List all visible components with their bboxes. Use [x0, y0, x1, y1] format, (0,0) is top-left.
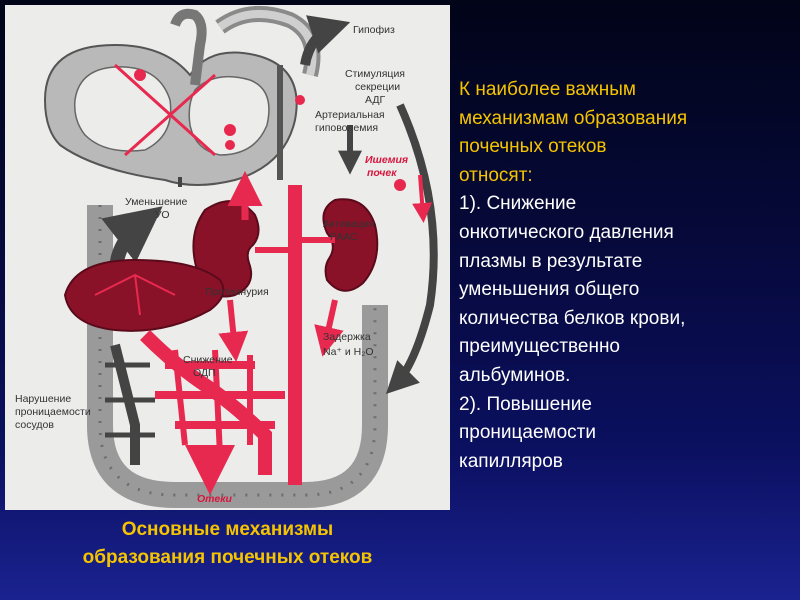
diagram-svg: Гипофиз Стимуляция секреции АДГ Артериал… — [15, 5, 438, 508]
heart-icon — [43, 5, 321, 186]
label-reduction-uo: Уменьшение — [125, 196, 187, 208]
label-permeability: проницаемости — [15, 406, 91, 418]
marker-dot — [295, 95, 305, 105]
slide-body-text: К наиболее важным механизмам образования… — [459, 76, 797, 476]
label-retention: Задержка — [323, 331, 371, 343]
marker-dot — [394, 179, 406, 191]
point2-line-2: проницаемости — [459, 422, 596, 444]
liver-icon — [63, 258, 225, 332]
point1-line-2: онкотического давления — [459, 221, 674, 243]
label-kidneys: почек — [367, 167, 397, 179]
lead-line-2: механизмам образования — [459, 107, 688, 129]
point2-line-3: капилляров — [459, 450, 563, 472]
renal-edema-diagram: Гипофиз Стимуляция секреции АДГ Артериал… — [5, 5, 450, 510]
label-secretion: секреции — [355, 81, 400, 93]
label-ischemia: Ишемия — [365, 154, 408, 166]
slide-caption: Основные механизмы образования почечных … — [0, 516, 455, 572]
arrow-to-retention — [314, 299, 344, 357]
marker-dot — [134, 69, 146, 81]
lead-line-3: почечных отеков — [459, 136, 607, 158]
lead-line-4: относят: — [459, 164, 533, 186]
label-arterial: Артериальная — [315, 109, 385, 121]
label-disturbance: Нарушение — [15, 393, 71, 405]
label-reduction-odp: Снижение — [183, 354, 233, 366]
marker-dot — [224, 124, 236, 136]
label-activation: Активация — [323, 218, 374, 230]
label-na-h2o: Na⁺ и H₂O — [323, 346, 374, 358]
label-uo: УО — [155, 209, 170, 221]
label-vessels: сосудов — [15, 419, 54, 431]
point1-line-3: плазмы в результате — [459, 250, 643, 272]
point1-line-5: количества белков крови, — [459, 307, 686, 329]
label-hypovolemia: гиповолемия — [315, 122, 378, 134]
arrow-to-proteinuria — [218, 299, 249, 362]
caption-line-1: Основные механизмы — [121, 519, 334, 540]
arrow-right-loop — [385, 103, 438, 395]
circulation-loop-inner — [98, 205, 377, 497]
caption-line-2: образования почечных отеков — [82, 547, 373, 568]
label-raas: РААС — [330, 231, 358, 243]
label-adh: АДГ — [365, 94, 385, 106]
label-edema: Отеки — [197, 493, 233, 505]
lead-line-1: К наиболее важным — [459, 79, 636, 100]
capillary-network — [105, 330, 285, 475]
point1-line-6: преимущественно — [459, 336, 620, 358]
point1-line-7: альбуминов. — [459, 364, 571, 386]
arrow-isch-activ — [412, 174, 433, 223]
label-odp: ОДП — [193, 367, 216, 379]
marker-dot — [225, 140, 235, 150]
label-pituitary: Гипофиз — [353, 24, 395, 36]
arrow-to-pituitary — [300, 15, 351, 67]
point1-line-4: уменьшения общего — [459, 279, 640, 301]
point2-line-1: 2). Повышение — [459, 393, 592, 415]
point1-line-1: 1). Снижение — [459, 193, 577, 215]
label-stimulation: Стимуляция — [345, 68, 405, 80]
label-proteinuria: Протеинурия — [205, 286, 269, 298]
